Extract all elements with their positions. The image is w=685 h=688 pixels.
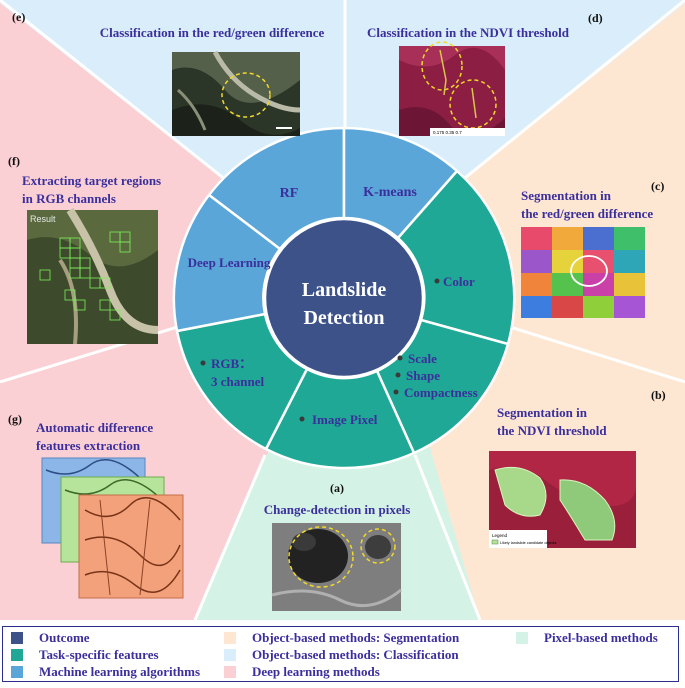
image-c-segmentation <box>521 227 645 318</box>
panel-c-letter: (c) <box>651 179 664 193</box>
scale-bullet <box>397 355 403 361</box>
panel-e-letter: (e) <box>12 10 25 24</box>
panel-f-title-1: Extracting target regions <box>22 173 161 188</box>
compactness-label: Compactness <box>404 385 478 400</box>
divider-line <box>413 454 482 621</box>
image-f-result-text: Result <box>30 214 56 224</box>
legend-label-task-features: Task-specific features <box>39 647 159 662</box>
panel-c-title-2: the red/green difference <box>521 206 653 221</box>
image-b-segmentation: Legend Likely landslide candidate object… <box>489 451 636 548</box>
legend-swatch-outcome <box>11 632 23 644</box>
legend-swatch-obj-classification <box>224 649 236 661</box>
panel-a-letter: (a) <box>330 481 344 495</box>
image-d-scale: 0.175 0.35 0.7 <box>433 130 462 135</box>
image-f-rgb-regions: Result <box>27 207 159 345</box>
image-g-feature-stack <box>41 457 184 599</box>
rgb-label-line2: 3 channel <box>211 374 264 389</box>
panel-g-title-1: Automatic difference <box>36 420 153 435</box>
image-e-satellite <box>172 50 301 136</box>
shape-bullet <box>395 372 401 378</box>
panel-g-title-2: features extraction <box>36 438 141 453</box>
image-b-legend-title: Legend <box>492 533 508 538</box>
image-a-change-detection <box>271 523 402 611</box>
panel-b-title-2: the NDVI threshold <box>497 423 607 438</box>
rf-label: RF <box>280 186 299 201</box>
legend-outcome: Outcome <box>11 630 90 646</box>
center-node <box>263 217 425 379</box>
kmeans-label: K-means <box>363 185 417 200</box>
legend-label-obj-classification: Object-based methods: Classification <box>252 647 459 662</box>
panel-b-letter: (b) <box>651 388 666 402</box>
panel-b-title-1: Segmentation in <box>497 405 588 420</box>
legend-swatch-obj-segmentation <box>224 632 236 644</box>
legend-deep-learning: Deep learning methods <box>224 664 380 680</box>
panel-d-title: Classification in the NDVI threshold <box>367 25 570 40</box>
legend-swatch-task-features <box>11 649 23 661</box>
panel-f-letter: (f) <box>8 154 20 168</box>
image-pixel-bullet <box>299 416 305 422</box>
shape-label: Shape <box>406 368 440 383</box>
image-d-ndvi: 0.175 0.35 0.7 <box>399 41 505 136</box>
panel-e-title: Classification in the red/green differen… <box>100 25 325 40</box>
deep-learning-label: Deep Learning <box>188 255 271 270</box>
image-pixel-label: Image Pixel <box>312 412 378 427</box>
legend-label-obj-segmentation: Object-based methods: Segmentation <box>252 630 460 645</box>
scale-label: Scale <box>408 351 437 366</box>
legend-task-features: Task-specific features <box>11 647 159 663</box>
panel-g-letter: (g) <box>8 412 22 426</box>
rgb-label-line1: RGB： <box>211 356 252 371</box>
segment-color <box>396 169 516 346</box>
image-b-legend-item: Likely landslide candidate objects <box>500 541 556 545</box>
legend-label-ml-algorithms: Machine learning algorithms <box>39 664 201 679</box>
color-label: Color <box>443 274 475 289</box>
compactness-bullet <box>393 389 399 395</box>
ring <box>172 126 516 470</box>
legend-swatch-ml-algorithms <box>11 666 23 678</box>
color-bullet <box>434 278 440 284</box>
panel-c-title-1: Segmentation in <box>521 188 612 203</box>
legend-swatch-deep-learning <box>224 666 236 678</box>
panel-a-title: Change-detection in pixels <box>264 502 411 517</box>
legend-pixel-based: Pixel-based methods <box>516 630 658 646</box>
center-title-line1: Landslide <box>302 279 387 301</box>
rgb-bullet <box>200 360 206 366</box>
legend-swatch-pixel-based <box>516 632 528 644</box>
segment-deep-learning <box>172 193 282 333</box>
legend-label-pixel-based: Pixel-based methods <box>544 630 658 645</box>
legend: Outcome Task-specific features Machine l… <box>2 626 679 682</box>
legend-label-outcome: Outcome <box>39 630 90 645</box>
center-title-line2: Detection <box>303 307 384 329</box>
legend-label-deep-learning: Deep learning methods <box>252 664 380 679</box>
legend-obj-classification: Object-based methods: Classification <box>224 647 459 663</box>
legend-obj-segmentation: Object-based methods: Segmentation <box>224 630 459 646</box>
divider-line <box>193 454 267 621</box>
legend-ml-algorithms: Machine learning algorithms <box>11 664 200 680</box>
panel-f-title-2: in RGB channels <box>22 191 116 206</box>
panel-d-letter: (d) <box>588 11 603 25</box>
